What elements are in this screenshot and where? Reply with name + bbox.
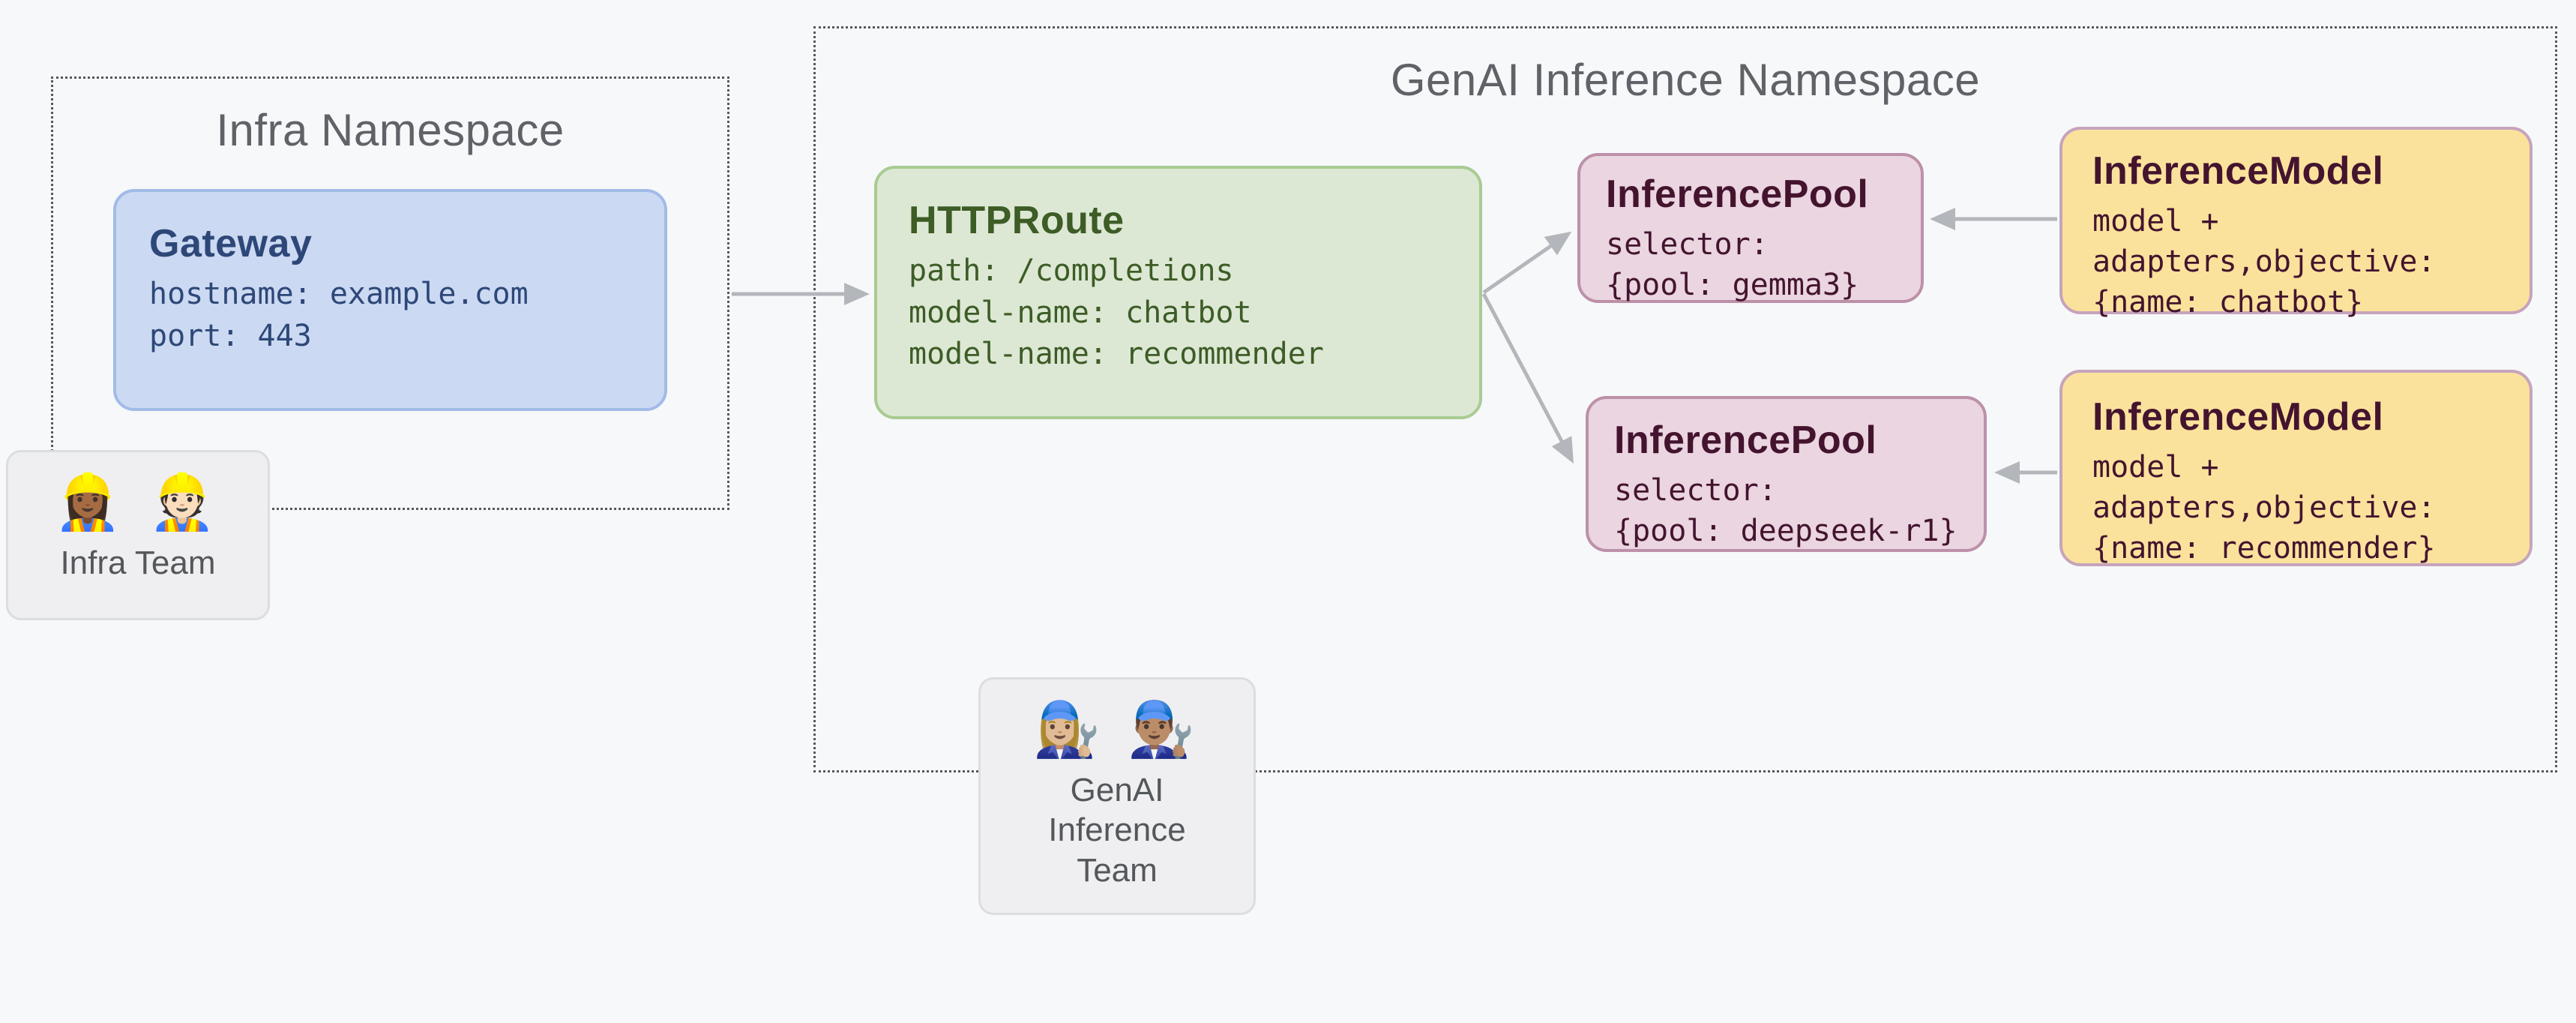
inferencemodel-chatbot-config: model + adapters,objective: {name: chatb… xyxy=(2092,201,2500,322)
inferencepool-deepseek-pool: {pool: deepseek-r1} xyxy=(1614,514,1957,549)
inferencepool-gemma-node: InferencePool selector: {pool: gemma3} xyxy=(1577,153,1924,303)
inferencemodel-recommender-adapters: adapters,objective: xyxy=(2092,490,2436,526)
httproute-title: HTTPRoute xyxy=(909,199,1125,242)
genai-inference-namespace-box: GenAI Inference Namespace xyxy=(813,26,2557,772)
httproute-model-chatbot: model-name: chatbot xyxy=(909,295,1252,330)
genai-team-emojis: 👩🏼‍🔧 👨🏽‍🔧 xyxy=(981,699,1254,761)
inferencepool-deepseek-selector: selector: xyxy=(1614,473,1777,508)
inferencemodel-chatbot-node: InferenceModel model + adapters,objectiv… xyxy=(2059,127,2533,320)
infra-namespace-box: Infra Namespace xyxy=(51,76,729,510)
mechanic-man-emoji: 👨🏽‍🔧 xyxy=(1128,700,1201,760)
inferencemodel-recommender-model: model + xyxy=(2092,450,2219,485)
inferencepool-deepseek-node: InferencePool selector: {pool: deepseek-… xyxy=(1586,396,1987,552)
inferencepool-gemma-selector: selector: xyxy=(1606,227,1769,262)
infra-team-label: Infra Team xyxy=(60,544,216,581)
infra-team-card: 👷🏾‍♀️ 👷🏻 Infra Team xyxy=(6,450,270,620)
gateway-config: hostname: example.com port: 443 xyxy=(149,274,631,356)
construction-worker-woman-emoji: 👷🏾‍♀️ xyxy=(54,472,127,532)
httproute-model-recommender: model-name: recommender xyxy=(909,336,1324,371)
genai-inference-team-card: 👩🏼‍🔧 👨🏽‍🔧 GenAI Inference Team xyxy=(978,677,1256,915)
inferencemodel-chatbot-adapters: adapters,objective: xyxy=(2092,244,2436,280)
inferencemodel-chatbot-model: model + xyxy=(2092,204,2219,239)
genai-inference-namespace-title: GenAI Inference Namespace xyxy=(1390,55,1981,105)
inferencemodel-chatbot-title: InferenceModel xyxy=(2092,149,2384,193)
httproute-path: path: /completions xyxy=(909,254,1234,289)
inferencepool-gemma-config: selector: {pool: gemma3} xyxy=(1606,224,1895,305)
genai-inference-team-label: GenAI Inference Team xyxy=(1048,771,1186,890)
inferencepool-gemma-pool: {pool: gemma3} xyxy=(1606,268,1859,303)
gateway-node: Gateway hostname: example.com port: 443 xyxy=(113,189,667,411)
infra-team-emojis: 👷🏾‍♀️ 👷🏻 xyxy=(8,472,268,534)
inferencemodel-recommender-config: model + adapters,objective: {name: recom… xyxy=(2092,447,2500,568)
httproute-node: HTTPRoute path: /completions model-name:… xyxy=(874,166,1482,419)
inferencemodel-recommender-name: {name: recommender} xyxy=(2092,531,2436,566)
gateway-title: Gateway xyxy=(149,222,313,266)
inferencepool-deepseek-config: selector: {pool: deepseek-r1} xyxy=(1614,470,1958,551)
inferencemodel-chatbot-name: {name: chatbot} xyxy=(2092,285,2364,320)
infra-namespace-title: Infra Namespace xyxy=(216,105,565,155)
httproute-config: path: /completions model-name: chatbot m… xyxy=(909,250,1448,375)
inferencemodel-recommender-title: InferenceModel xyxy=(2092,395,2384,439)
gateway-port: port: 443 xyxy=(149,318,312,353)
mechanic-woman-emoji: 👩🏼‍🔧 xyxy=(1033,700,1107,760)
inferencemodel-recommender-node: InferenceModel model + adapters,objectiv… xyxy=(2059,370,2533,566)
construction-worker-man-emoji: 👷🏻 xyxy=(148,472,222,532)
inferencepool-deepseek-title: InferencePool xyxy=(1614,418,1877,462)
gateway-hostname: hostname: example.com xyxy=(149,277,529,312)
inferencepool-gemma-title: InferencePool xyxy=(1606,172,1869,216)
